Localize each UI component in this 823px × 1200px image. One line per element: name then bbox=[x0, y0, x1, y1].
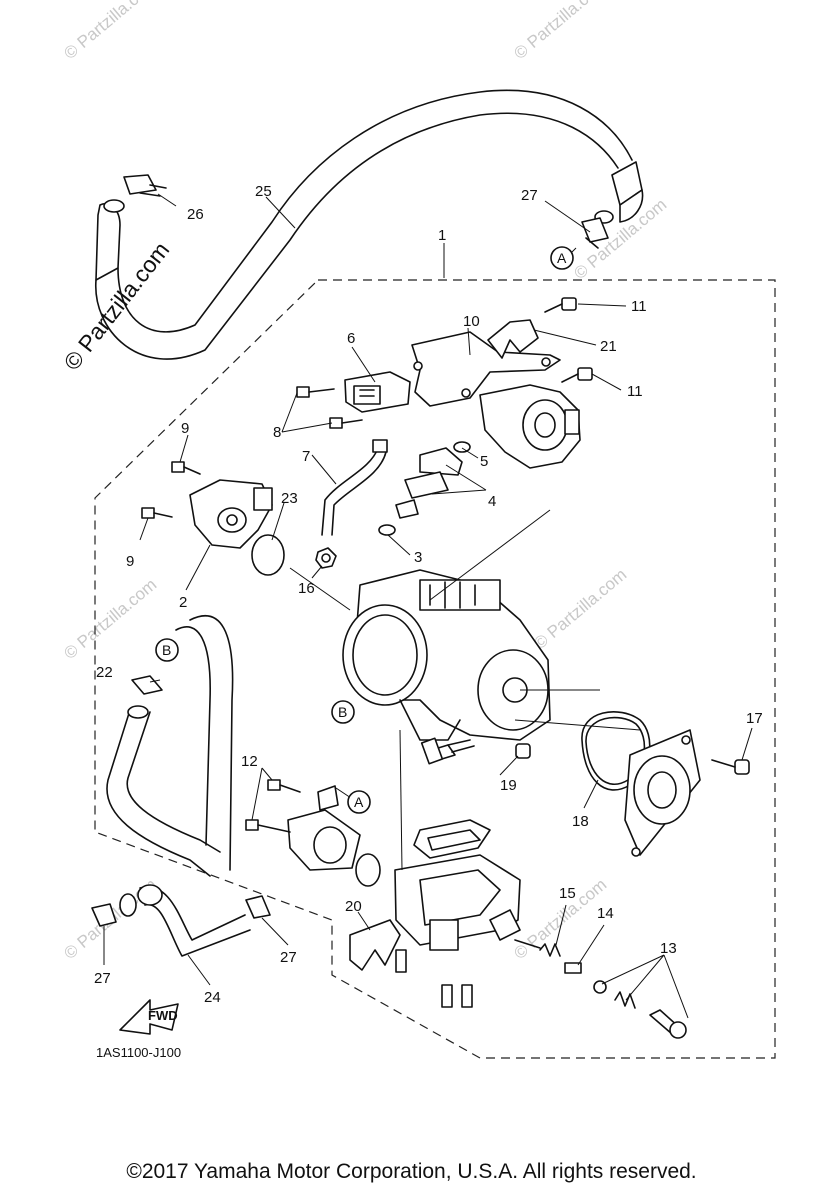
ref-b-right: B bbox=[331, 700, 355, 724]
callout-24: 24 bbox=[204, 989, 221, 1006]
plug-14 bbox=[564, 962, 582, 974]
callout-23: 23 bbox=[281, 490, 298, 507]
gasket-plate bbox=[413, 819, 491, 859]
o-ring-joint bbox=[355, 853, 381, 887]
watermark-faint: © Partzilla.com bbox=[510, 0, 610, 63]
callout-26: 26 bbox=[187, 206, 204, 223]
adjust-screw bbox=[420, 737, 475, 765]
o-ring-23 bbox=[251, 534, 285, 576]
leader-lines bbox=[103, 193, 753, 1019]
callout-11-upper: 11 bbox=[631, 298, 647, 315]
callout-10: 10 bbox=[463, 313, 480, 330]
callout-19: 19 bbox=[500, 777, 517, 794]
callout-4: 4 bbox=[488, 493, 496, 510]
callout-15: 15 bbox=[559, 885, 576, 902]
clip-22 bbox=[131, 675, 163, 695]
callout-2: 2 bbox=[179, 594, 187, 611]
callout-21: 21 bbox=[600, 338, 617, 355]
ref-a-top: A bbox=[550, 246, 574, 270]
bolt-8-upper bbox=[296, 386, 335, 398]
ref-b-left-label: B bbox=[162, 642, 171, 658]
base-plate bbox=[394, 854, 521, 951]
bolt-8-lower bbox=[329, 417, 363, 429]
fwd-arrow: FWD bbox=[119, 999, 179, 1035]
plug-19 bbox=[515, 743, 531, 759]
injector-4 bbox=[395, 441, 471, 519]
callout-27-right: 27 bbox=[280, 949, 297, 966]
washer-3 bbox=[378, 524, 396, 536]
nut-16 bbox=[315, 547, 337, 569]
joint-12 bbox=[245, 779, 361, 871]
spring-15 bbox=[514, 939, 561, 957]
callout-9-upper: 9 bbox=[181, 420, 189, 437]
callout-7: 7 bbox=[302, 448, 310, 465]
bolt-9-lower bbox=[141, 507, 173, 519]
callout-5: 5 bbox=[480, 453, 488, 470]
callout-9-lower: 9 bbox=[126, 553, 134, 570]
sensor-bracket-10 bbox=[411, 331, 561, 407]
fwd-label: FWD bbox=[148, 1008, 178, 1023]
clamp-26 bbox=[123, 174, 167, 197]
callout-20: 20 bbox=[345, 898, 362, 915]
clamp-27-right bbox=[245, 895, 271, 919]
circle-refs: A A B B bbox=[155, 246, 574, 814]
screw-13 bbox=[593, 980, 687, 1039]
watermark-faint: © Partzilla.com bbox=[530, 565, 630, 653]
ref-a-bottom: A bbox=[347, 790, 371, 814]
hose-25 bbox=[95, 89, 644, 360]
callout-13: 13 bbox=[660, 940, 677, 957]
throttle-position-sensor-2 bbox=[189, 479, 273, 549]
assembly-boundary bbox=[94, 279, 776, 1059]
ref-b-left: B bbox=[155, 638, 179, 662]
bracket-20 bbox=[349, 919, 401, 971]
bracket-21 bbox=[487, 319, 539, 359]
callout-8: 8 bbox=[273, 424, 281, 441]
callout-22: 22 bbox=[96, 664, 113, 681]
hose-24 bbox=[119, 884, 251, 957]
diagram-code: 1AS1100-J100 bbox=[96, 1045, 181, 1060]
clamp-27-top bbox=[581, 217, 609, 249]
cover-17 bbox=[624, 729, 701, 857]
callout-14: 14 bbox=[597, 905, 614, 922]
isc-valve bbox=[479, 384, 581, 469]
callout-27-top: 27 bbox=[521, 187, 538, 204]
ref-b-right-label: B bbox=[338, 704, 347, 720]
ref-a-top-label: A bbox=[557, 250, 567, 266]
hose-b bbox=[106, 615, 234, 877]
callout-3: 3 bbox=[414, 549, 422, 566]
bolts-base bbox=[395, 949, 473, 1008]
throttle-body bbox=[342, 569, 551, 741]
pipe-7 bbox=[321, 439, 388, 536]
copyright-notice: ©2017 Yamaha Motor Corporation, U.S.A. A… bbox=[126, 1160, 697, 1183]
callout-27-left: 27 bbox=[94, 970, 111, 987]
sensor-6 bbox=[344, 371, 411, 413]
callout-16: 16 bbox=[298, 580, 315, 597]
callout-18: 18 bbox=[572, 813, 589, 830]
callout-11-lower: 11 bbox=[627, 383, 643, 400]
callout-12: 12 bbox=[241, 753, 258, 770]
ref-a-bottom-label: A bbox=[354, 794, 364, 810]
bolt-11-lower bbox=[561, 367, 593, 383]
callout-1: 1 bbox=[438, 227, 446, 244]
callout-17: 17 bbox=[746, 710, 763, 727]
callout-6: 6 bbox=[347, 330, 355, 347]
bolt-9-upper bbox=[171, 461, 201, 475]
clamp-27-left bbox=[91, 903, 117, 927]
bolt-11-upper bbox=[544, 297, 577, 313]
callout-labels: 1 2 3 4 5 6 7 8 9 9 10 11 11 12 13 14 15… bbox=[94, 183, 763, 1006]
watermark-faint: © Partzilla.com bbox=[60, 575, 160, 663]
watermark-faint: © Partzilla.com bbox=[60, 0, 160, 63]
screw-17 bbox=[711, 759, 750, 775]
callout-25: 25 bbox=[255, 183, 272, 200]
